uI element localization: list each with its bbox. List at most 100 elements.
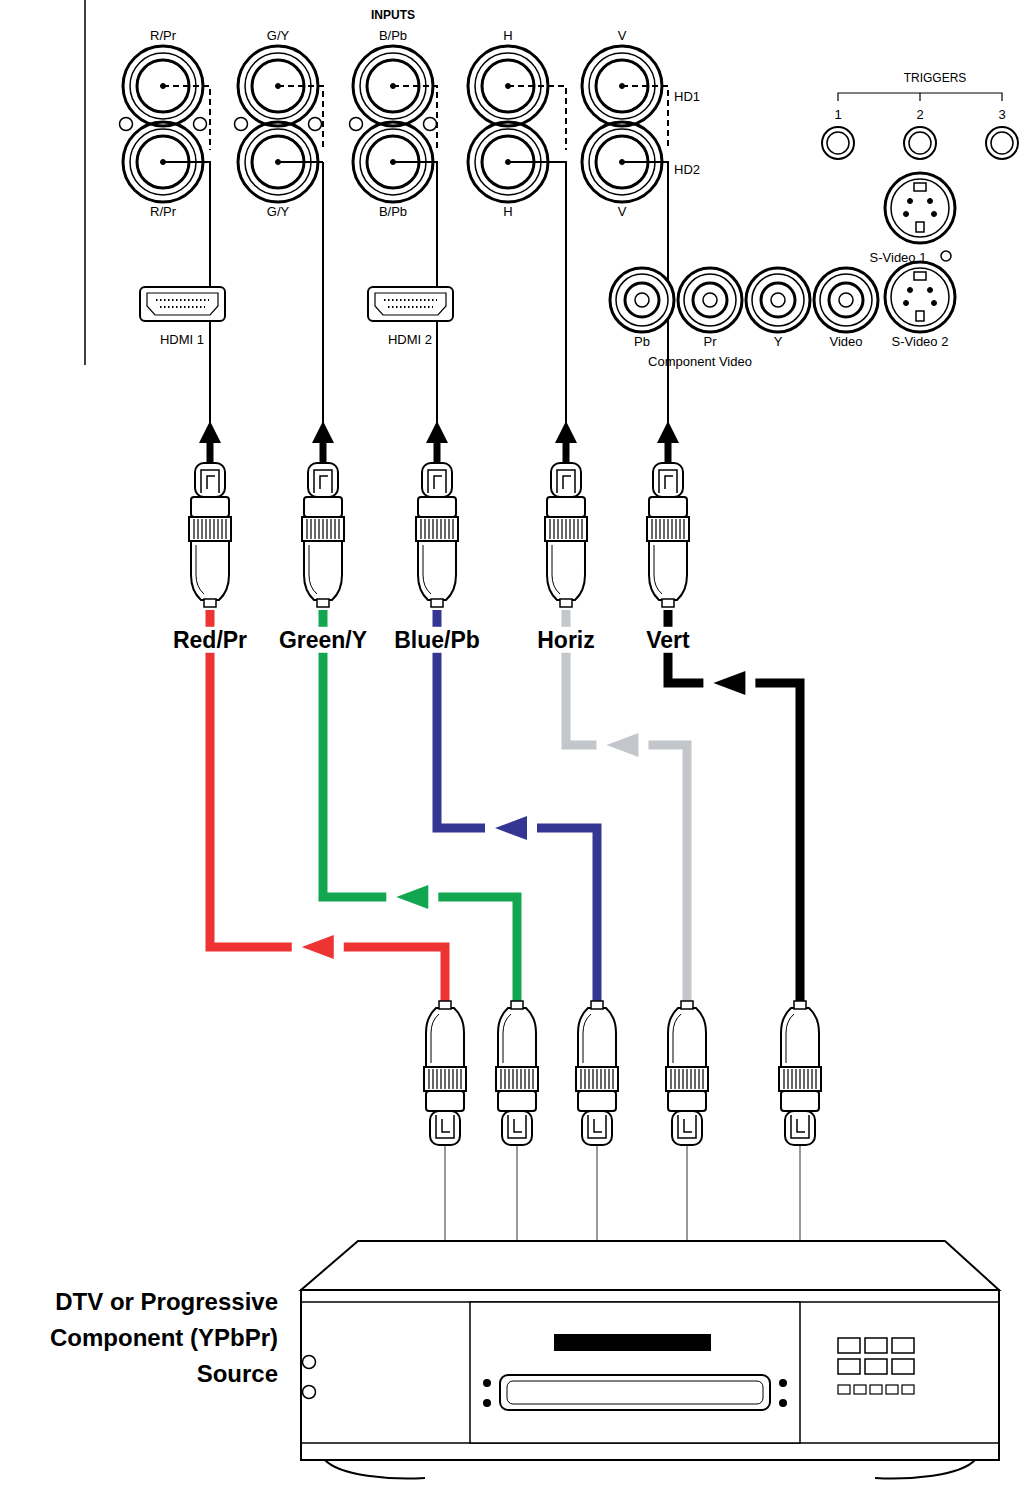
rca-jack-part [625, 283, 659, 317]
panel-label: Pr [704, 334, 717, 350]
panel-label: S-Video 1 [870, 250, 927, 266]
bnc-plug [545, 463, 587, 607]
svideo-jack-part [932, 301, 937, 306]
svideo-jack [885, 262, 955, 332]
label-holder: HD1 [674, 89, 700, 105]
dashed-link [163, 86, 668, 150]
label-holder: Component Video [648, 354, 752, 370]
arrow-head [396, 885, 428, 909]
svideo-jack-part [908, 288, 913, 293]
svideo-jack-part [916, 311, 924, 321]
label-holder: H [503, 28, 512, 44]
hdmi-port-part [147, 293, 218, 315]
rca-jack-part [635, 293, 649, 307]
rca-jack-part [814, 268, 878, 332]
panel-label: Y [774, 334, 783, 350]
lead-line [799, 1140, 800, 1240]
svideo-jack-part [928, 288, 933, 293]
bnc-jack [468, 122, 553, 202]
rca-jack [678, 268, 742, 332]
hdmi-port [368, 287, 453, 321]
trigger-bracket [838, 93, 1002, 101]
jack-label: V [577, 204, 667, 220]
rca-jack-part [703, 293, 717, 307]
panel-label: G/Y [267, 28, 289, 44]
rca-jack-part [746, 268, 810, 332]
panel-label: 2 [916, 107, 923, 123]
cable-label: Vert [643, 627, 692, 653]
label-holder: B/Pb [379, 28, 407, 44]
indicator-dot-part [194, 118, 207, 131]
cable-connector [312, 162, 517, 1240]
bnc-jack [123, 122, 208, 202]
control-button [838, 1385, 850, 1394]
control-button [892, 1338, 914, 1353]
jack-label: B/Pb [348, 204, 438, 220]
display-window [555, 1335, 710, 1350]
panel-label: B/Pb [379, 28, 407, 44]
label-holder: Red/Pr [170, 627, 250, 653]
rca-jack-part [693, 283, 727, 317]
control-button [902, 1385, 914, 1394]
rca-jack-part [820, 274, 872, 326]
trigger-jack-part [827, 132, 849, 154]
panel-label: H [503, 28, 512, 44]
jack-graphic [118, 120, 208, 204]
indicator-dot-part [309, 118, 322, 131]
panel-label: HD2 [674, 162, 700, 178]
input-jack: R/Pr [118, 120, 208, 220]
cable-label: Blue/Pb [391, 627, 483, 653]
jack-lead [508, 161, 553, 163]
label-holder: S-Video 2 [892, 334, 949, 350]
input-jack: B/Pb [348, 120, 438, 220]
svideo-jack-part [908, 199, 913, 204]
cable-label: Red/Pr [170, 627, 250, 653]
arrow-head [713, 671, 745, 695]
arrow-head [312, 421, 334, 463]
trigger-jack-part [822, 127, 854, 159]
label-holder: HDMI 1 [160, 332, 204, 348]
screw-dot [779, 1399, 787, 1407]
source-device: DTV or Progressive Component (YPbPr) Sou… [6, 1240, 1000, 1480]
arrow-head [302, 935, 334, 959]
hdmi-port-part [156, 300, 209, 307]
hdmi-port-part [140, 287, 225, 321]
device-body [301, 1290, 999, 1460]
indicator-dot-part [235, 118, 248, 131]
rca-jack [814, 268, 878, 332]
cable-label: Horiz [534, 627, 598, 653]
signal-lead [553, 162, 566, 463]
rca-jack-part [761, 283, 795, 317]
hdmi-port [140, 287, 225, 321]
jack-graphic [348, 120, 438, 204]
svideo-jack-part [891, 268, 949, 326]
jack-lead [622, 161, 667, 163]
jack-lead [278, 161, 323, 163]
device-foot [875, 1460, 975, 1478]
rca-jack-part [752, 274, 804, 326]
arrow-head [495, 816, 527, 840]
source-device [301, 1241, 999, 1478]
rca-jack-part [616, 274, 668, 326]
panel-label: HD1 [674, 89, 700, 105]
indicator-dot-part [350, 118, 363, 131]
bnc-plug [496, 1001, 538, 1145]
label-holder: Y [774, 334, 783, 350]
cable [210, 610, 292, 947]
control-button [892, 1359, 914, 1374]
arrow-head [199, 421, 221, 463]
jack-label: G/Y [233, 204, 323, 220]
input-jack: G/Y [233, 120, 323, 220]
control-button [838, 1359, 860, 1374]
panel-label: TRIGGERS [904, 71, 967, 85]
label-holder: HD2 [674, 162, 700, 178]
svideo-jack-part [914, 183, 926, 191]
bnc-plug [576, 1001, 618, 1145]
label-holder: S-Video 1 [870, 250, 927, 266]
panel-label: INPUTS [371, 8, 415, 22]
control-button [865, 1359, 887, 1374]
cable-connector [199, 162, 445, 1240]
trigger-jack-part [904, 127, 936, 159]
rca-jack-part [678, 268, 742, 332]
cable [344, 947, 445, 1003]
